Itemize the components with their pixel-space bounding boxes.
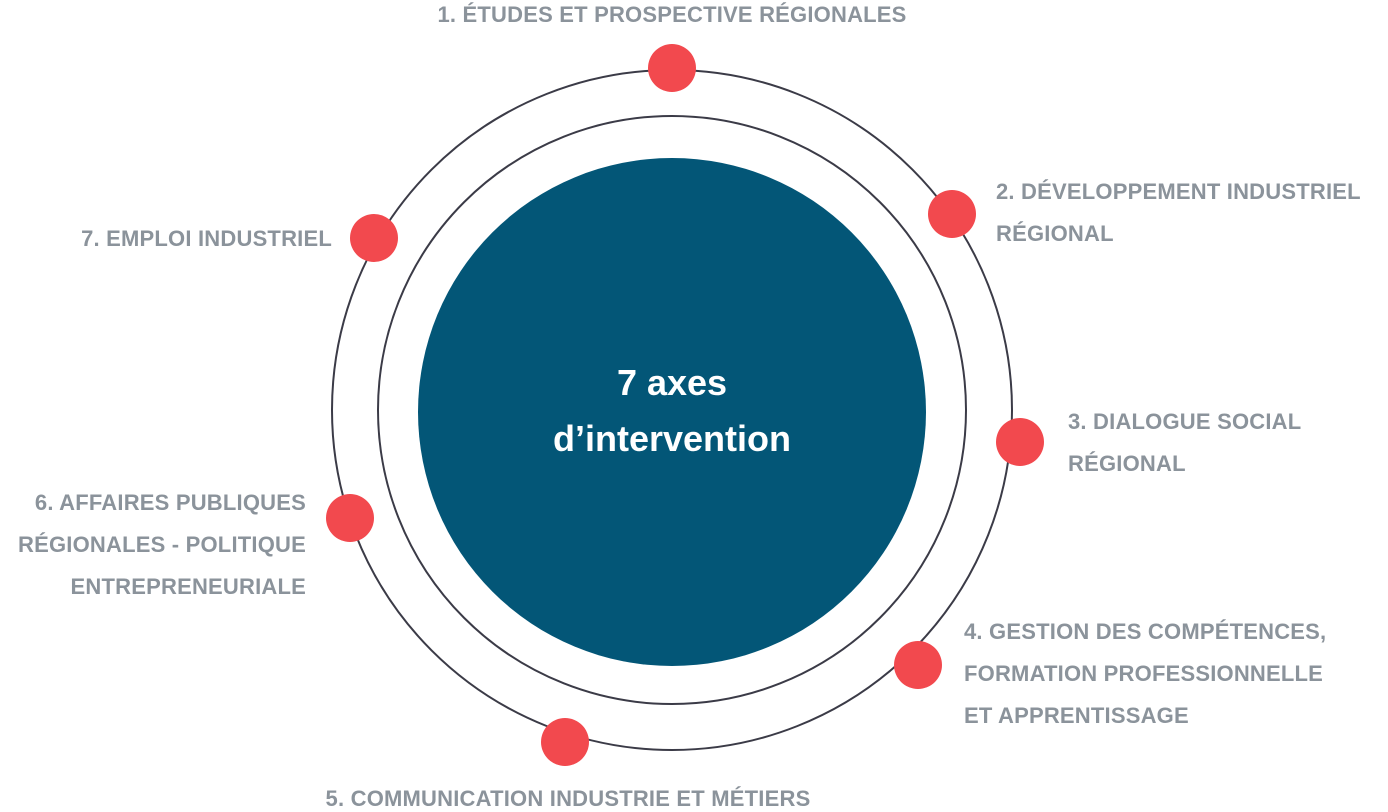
axis-label-5-line-1: 5. COMMUNICATION INDUSTRIE ET MÉTIERS: [325, 786, 811, 811]
axis-label-6: 6. AFFAIRES PUBLIQUES RÉGIONALES - POLIT…: [0, 482, 306, 608]
axis-label-4: 4. GESTION DES COMPÉTENCES, FORMATION PR…: [964, 611, 1326, 737]
axis-marker-7: [350, 214, 398, 262]
core-circle: [418, 158, 926, 666]
axis-label-4-line-1: 4. GESTION DES COMPÉTENCES,: [964, 619, 1327, 644]
axis-marker-3: [996, 418, 1044, 466]
axis-marker-2: [928, 190, 976, 238]
axis-label-5: 5. COMMUNICATION INDUSTRIE ET MÉTIERS: [278, 778, 858, 812]
axis-label-7-line-1: 7. EMPLOI INDUSTRIEL: [81, 226, 332, 251]
axis-marker-4: [894, 641, 942, 689]
axis-marker-5: [541, 718, 589, 766]
axis-label-4-line-3: ET APPRENTISSAGE: [964, 703, 1189, 728]
inner-ring: [377, 115, 967, 705]
axis-label-4-line-2: FORMATION PROFESSIONNELLE: [964, 661, 1324, 686]
axis-label-2-line-2: RÉGIONAL: [996, 221, 1114, 246]
center-title: 7 axes d’intervention: [472, 355, 872, 467]
axis-label-1-line-1: 1. ÉTUDES ET PROSPECTIVE RÉGIONALES: [437, 2, 907, 27]
axis-label-3-line-1: 3. DIALOGUE SOCIAL: [1068, 409, 1302, 434]
axis-label-3-line-2: RÉGIONAL: [1068, 451, 1186, 476]
axis-label-6-line-1: 6. AFFAIRES PUBLIQUES: [34, 490, 306, 515]
axis-marker-1: [648, 44, 696, 92]
axis-label-2-line-1: 2. DÉVELOPPEMENT INDUSTRIEL: [996, 179, 1361, 204]
center-title-line-2: d’intervention: [552, 418, 791, 459]
axis-label-1: 1. ÉTUDES ET PROSPECTIVE RÉGIONALES: [372, 0, 972, 36]
axis-label-6-line-2: RÉGIONALES - POLITIQUE: [18, 532, 306, 557]
axis-marker-6: [326, 494, 374, 542]
axis-label-3: 3. DIALOGUE SOCIAL RÉGIONAL: [1068, 401, 1301, 485]
axis-label-7: 7. EMPLOI INDUSTRIEL: [40, 218, 332, 260]
axis-label-6-line-3: ENTREPRENEURIALE: [70, 574, 306, 599]
center-title-line-1: 7 axes: [616, 362, 728, 403]
axis-label-2: 2. DÉVELOPPEMENT INDUSTRIEL RÉGIONAL: [996, 171, 1361, 255]
